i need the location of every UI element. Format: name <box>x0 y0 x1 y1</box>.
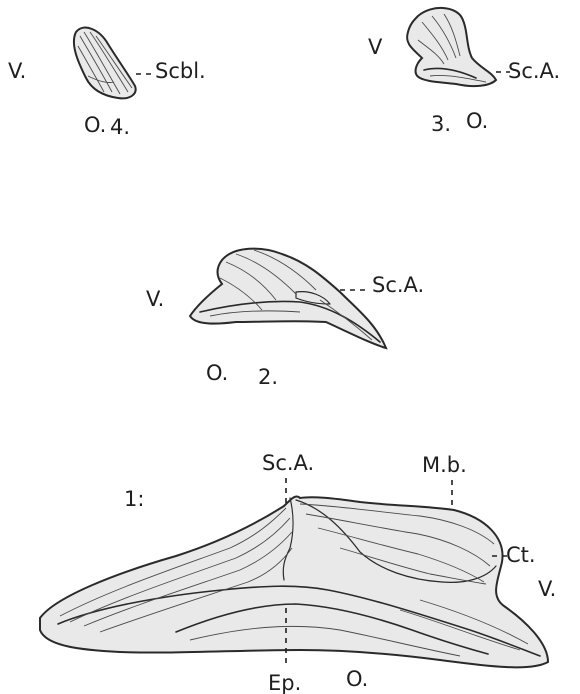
figure-1-label-mb: M.b. <box>422 453 467 477</box>
figure-3-number: 3. <box>431 112 451 136</box>
figure-3-label-v: V <box>368 35 383 59</box>
figure-3-label-o: O. <box>466 109 488 133</box>
figure-4-label-o: O. <box>84 113 106 137</box>
figure-1-label-ep: Ep. <box>268 671 301 694</box>
figure-4-number: 4. <box>110 115 130 139</box>
figure-3: V Sc.A. 3. O. <box>368 8 560 136</box>
figure-2: V. Sc.A. O. 2. <box>146 249 424 389</box>
figure-1-label-o: O. <box>346 667 368 691</box>
figure-4-label-v: V. <box>8 59 26 83</box>
figure-4-label-scbl: Scbl. <box>155 59 206 83</box>
figure-4: V. Scbl. O. 4. <box>8 28 206 139</box>
figure-3-label-sca: Sc.A. <box>508 59 560 83</box>
figure-1-label-ct: Ct. <box>506 543 536 567</box>
figure-1-label-sca: Sc.A. <box>262 451 314 475</box>
figure-2-label-v: V. <box>146 287 164 311</box>
figure-2-label-o: O. <box>206 361 228 385</box>
figure-1: Sc.A. M.b. Ct. V. Ep. O. 1: <box>40 451 556 694</box>
figure-2-number: 2. <box>258 365 278 389</box>
figure-2-section <box>190 249 386 348</box>
figure-1-number: 1: <box>124 487 144 511</box>
figure-4-section <box>74 28 136 99</box>
figure-1-label-v: V. <box>538 577 556 601</box>
figure-2-label-sca: Sc.A. <box>372 273 424 297</box>
